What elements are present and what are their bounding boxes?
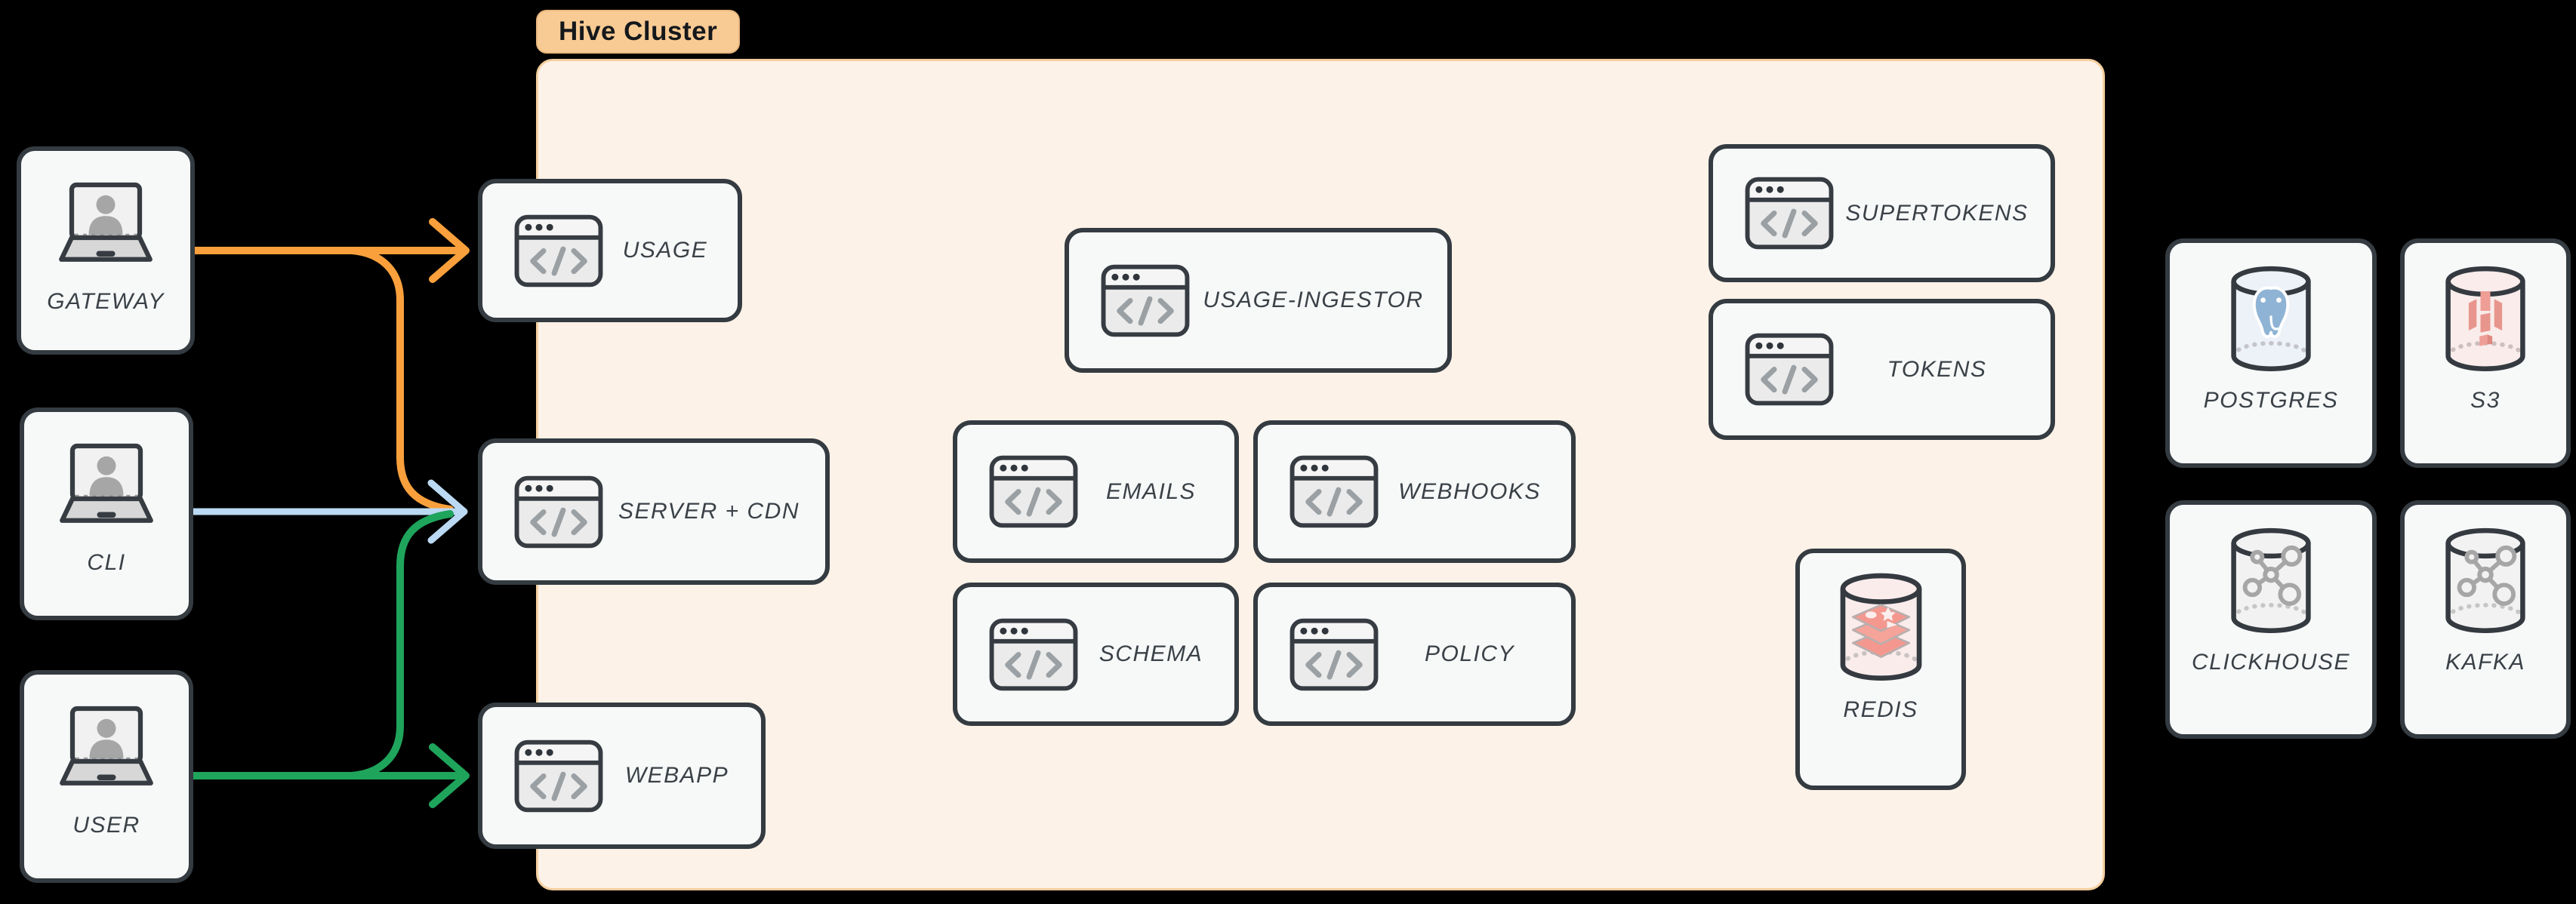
edge-gateway-usage-arrowhead [429,218,470,283]
node-gateway: GATEWAY [17,146,195,355]
node-webapp: WEBAPP [478,703,766,849]
node-redis: REDIS [1795,549,1966,790]
code-window-icon [1745,177,1834,250]
node-user: USER [20,670,193,883]
database-cylinder-network-icon [2222,527,2320,638]
node-user-label: USER [72,813,140,838]
database-cylinder-redis-icon [1831,573,1931,685]
node-policy: POLICY [1253,583,1576,726]
node-webhooks-label: WEBHOOKS [1398,478,1541,504]
node-server-cdn-label: SERVER + CDN [618,499,800,524]
code-window-icon [989,455,1078,528]
node-usage-ingestor: USAGE-INGESTOR [1065,228,1452,373]
node-cli-label: CLI [87,550,126,575]
laptop-user-icon [49,181,162,268]
code-window-icon [514,214,603,287]
laptop-user-icon [50,705,163,792]
code-window-icon [1290,618,1379,691]
edge-gateway-server-cdn-line [348,247,454,513]
node-webhooks: WEBHOOKS [1253,420,1576,563]
code-window-icon [1101,264,1190,337]
node-emails: EMAILS [953,420,1239,563]
node-tokens-label: TOKENS [1887,356,1987,382]
node-emails-label: EMAILS [1105,478,1197,504]
edge-user-server-cdn-line [348,510,454,779]
node-usage-label: USAGE [622,238,708,263]
laptop-user-icon [50,442,163,529]
node-clickhouse: CLICKHOUSE [2165,500,2377,739]
database-cylinder-postgres-icon [2222,266,2320,376]
code-window-icon [1745,333,1834,406]
node-clickhouse-label: CLICKHOUSE [2191,650,2351,675]
node-schema-label: SCHEMA [1098,641,1203,666]
node-tokens: TOKENS [1709,299,2055,440]
hive-cluster-label: Hive Cluster [536,10,741,54]
node-schema: SCHEMA [953,583,1239,726]
code-window-icon [989,618,1078,691]
node-postgres-label: POSTGRES [2203,388,2339,413]
hive-cluster-label-text: Hive Cluster [559,17,718,46]
node-redis-label: REDIS [1843,697,1918,722]
node-s3: S3 [2400,238,2571,468]
node-cli: CLI [20,407,193,620]
node-server-cdn: SERVER + CDN [478,438,830,585]
code-window-icon [514,739,603,813]
node-webapp-label: WEBAPP [624,763,729,788]
node-usage-ingestor-label: USAGE-INGESTOR [1203,287,1424,312]
code-window-icon [1290,455,1379,528]
node-supertokens: SUPERTOKENS [1709,144,2055,282]
node-kafka: KAFKA [2400,500,2571,739]
database-cylinder-network-icon [2436,527,2534,638]
edge-user-webapp-arrowhead [429,743,470,808]
edge-cli-server-cdn-arrowhead [427,479,468,544]
database-cylinder-s3-icon [2436,266,2534,376]
code-window-icon [514,475,603,549]
node-policy-label: POLICY [1424,641,1515,666]
node-postgres: POSTGRES [2165,238,2377,468]
node-supertokens-label: SUPERTOKENS [1845,200,2029,226]
node-usage: USAGE [478,179,742,322]
node-gateway-label: GATEWAY [47,289,165,314]
node-s3-label: S3 [2470,388,2501,413]
node-kafka-label: KAFKA [2445,650,2525,675]
